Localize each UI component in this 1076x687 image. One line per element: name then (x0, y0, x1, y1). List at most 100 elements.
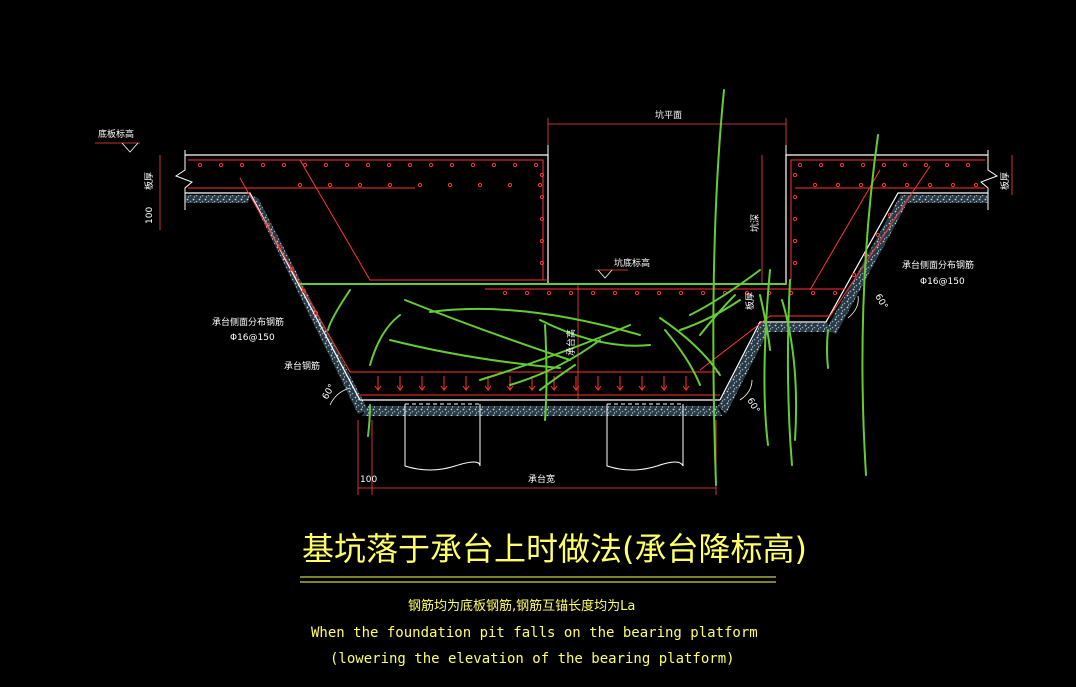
label-plate-thickness-right: 板厚 (999, 172, 1011, 190)
rebar-dot (407, 162, 413, 168)
rebar-right-top (790, 159, 985, 280)
rebar-right-slope (699, 165, 931, 371)
label-cap-side-rebar-right: 承台侧面分布钢筋 (902, 259, 974, 271)
rebar-dot (507, 182, 513, 188)
cap-rebar-arrow (528, 376, 536, 392)
break-right (980, 150, 999, 210)
title-block: 基坑落于承台上时做法(承台降标高) 钢筋均为底板钢筋,钢筋互锚长度均为La Wh… (300, 530, 807, 667)
break-symbols (174, 145, 999, 210)
rebar-dot (839, 162, 845, 168)
rebar-dot (289, 266, 295, 272)
rebar-right-slope-2 (809, 169, 881, 291)
label-pit-width: 坑平面 (655, 109, 682, 121)
rebar-left-top (188, 159, 544, 280)
cap-rebar-arrow (638, 376, 646, 392)
rebar-dot (634, 290, 640, 296)
rebar-dot (965, 162, 971, 168)
rebar-dot (386, 162, 392, 168)
cap-rebar-arrow (682, 376, 690, 392)
rebar-dot (904, 182, 910, 188)
rebar-dot (297, 182, 303, 188)
cap-rebar-arrows (374, 376, 690, 392)
cap-rebar-arrow (374, 376, 382, 392)
green-markup (299, 89, 879, 486)
rebar-dot (365, 162, 371, 168)
rebar-dots (197, 162, 979, 316)
break-left (174, 150, 193, 210)
cap-rebar-arrow (440, 376, 448, 392)
rebar-dot (744, 290, 750, 296)
rebar-dot (792, 194, 798, 200)
rebar-dot (357, 182, 363, 188)
note-cn: 钢筋均为底板钢筋,钢筋互锚长度均为La (408, 598, 635, 614)
cap-rebar-arrow (506, 376, 514, 392)
label-angle-right-upper: 60° (872, 293, 889, 312)
rebar-dot (797, 162, 803, 168)
label-cap-side-rebar-right-spec: Φ16@150 (920, 277, 965, 287)
left-slab-outline (185, 154, 549, 284)
rebar-dot (700, 290, 706, 296)
rebar-dot (327, 182, 333, 188)
rebar-dot (875, 232, 881, 238)
right-slab-bottom (719, 192, 988, 401)
rebar-dot (417, 182, 423, 188)
rebar-dot (323, 162, 329, 168)
angle-arcs (329, 295, 859, 406)
rebar-dot (313, 310, 319, 316)
rebar-dot (812, 182, 818, 188)
rebar-dot (260, 162, 266, 168)
cap-rebar-arrow (616, 376, 624, 392)
rebar-dot (470, 162, 476, 168)
rebar-dot (533, 162, 539, 168)
piles (404, 403, 684, 471)
rebar-dot (218, 162, 224, 168)
angle-arc-left (329, 387, 351, 406)
rebar-dot (539, 194, 545, 200)
drawing-labels: 底板标高 板厚 100 坑平面 坑深 坑底标高 承台高 承台侧面分布钢筋 Φ16… (98, 109, 1011, 485)
rebar-dot (539, 172, 545, 178)
rebar-dot (265, 222, 271, 228)
rebar-dot (537, 182, 543, 188)
rebar-dot (387, 182, 393, 188)
cap-rebar-arrow (462, 376, 470, 392)
rebar-dot (546, 290, 552, 296)
rebar-dot (656, 290, 662, 296)
cap-rebar-arrow (418, 376, 426, 392)
rebar-dot (301, 288, 307, 294)
rebar-dot (512, 162, 518, 168)
dimension-lines (95, 118, 1013, 495)
rebar-dot (281, 162, 287, 168)
rebar-dot (792, 172, 798, 178)
rebar-dot (835, 182, 841, 188)
label-pit-bottom-elevation: 坑底标高 (614, 257, 650, 269)
rebar-dot (344, 162, 350, 168)
rebar-dot (792, 216, 798, 222)
label-plate-thickness-small: 板厚 (744, 292, 756, 310)
label-cap-height: 承台高 (565, 329, 577, 356)
rebar-left-slope (239, 177, 720, 373)
label-cap-side-rebar-left: 承台侧面分布钢筋 (212, 316, 284, 328)
label-top-elevation: 底板标高 (98, 128, 134, 140)
rebar-dot (818, 162, 824, 168)
cushion-right-slope (718, 328, 768, 414)
rebar-dot (950, 182, 956, 188)
rebar-dot (612, 290, 618, 296)
pile-left (404, 404, 481, 471)
label-cap-rebar: 承台钢筋 (284, 360, 320, 372)
rebar-dot (524, 290, 530, 296)
rebar-dot (590, 290, 596, 296)
rebar-dot (428, 162, 434, 168)
angle-arc-right (739, 379, 753, 401)
rebar-dot (678, 290, 684, 296)
cap-rebar-arrow (484, 376, 492, 392)
label-cap-side-rebar-left-spec: Φ16@150 (230, 333, 275, 343)
label-angle-left: 60° (321, 383, 338, 402)
angle-arc-right-upper (847, 295, 859, 319)
rebar-dot (447, 182, 453, 188)
label-plate-thickness-left: 板厚 (143, 172, 155, 190)
left-slab-bottom (185, 192, 720, 401)
label-dim-100: 100 (360, 475, 377, 485)
elevation-marker (121, 142, 613, 279)
rebar-dot (927, 182, 933, 188)
